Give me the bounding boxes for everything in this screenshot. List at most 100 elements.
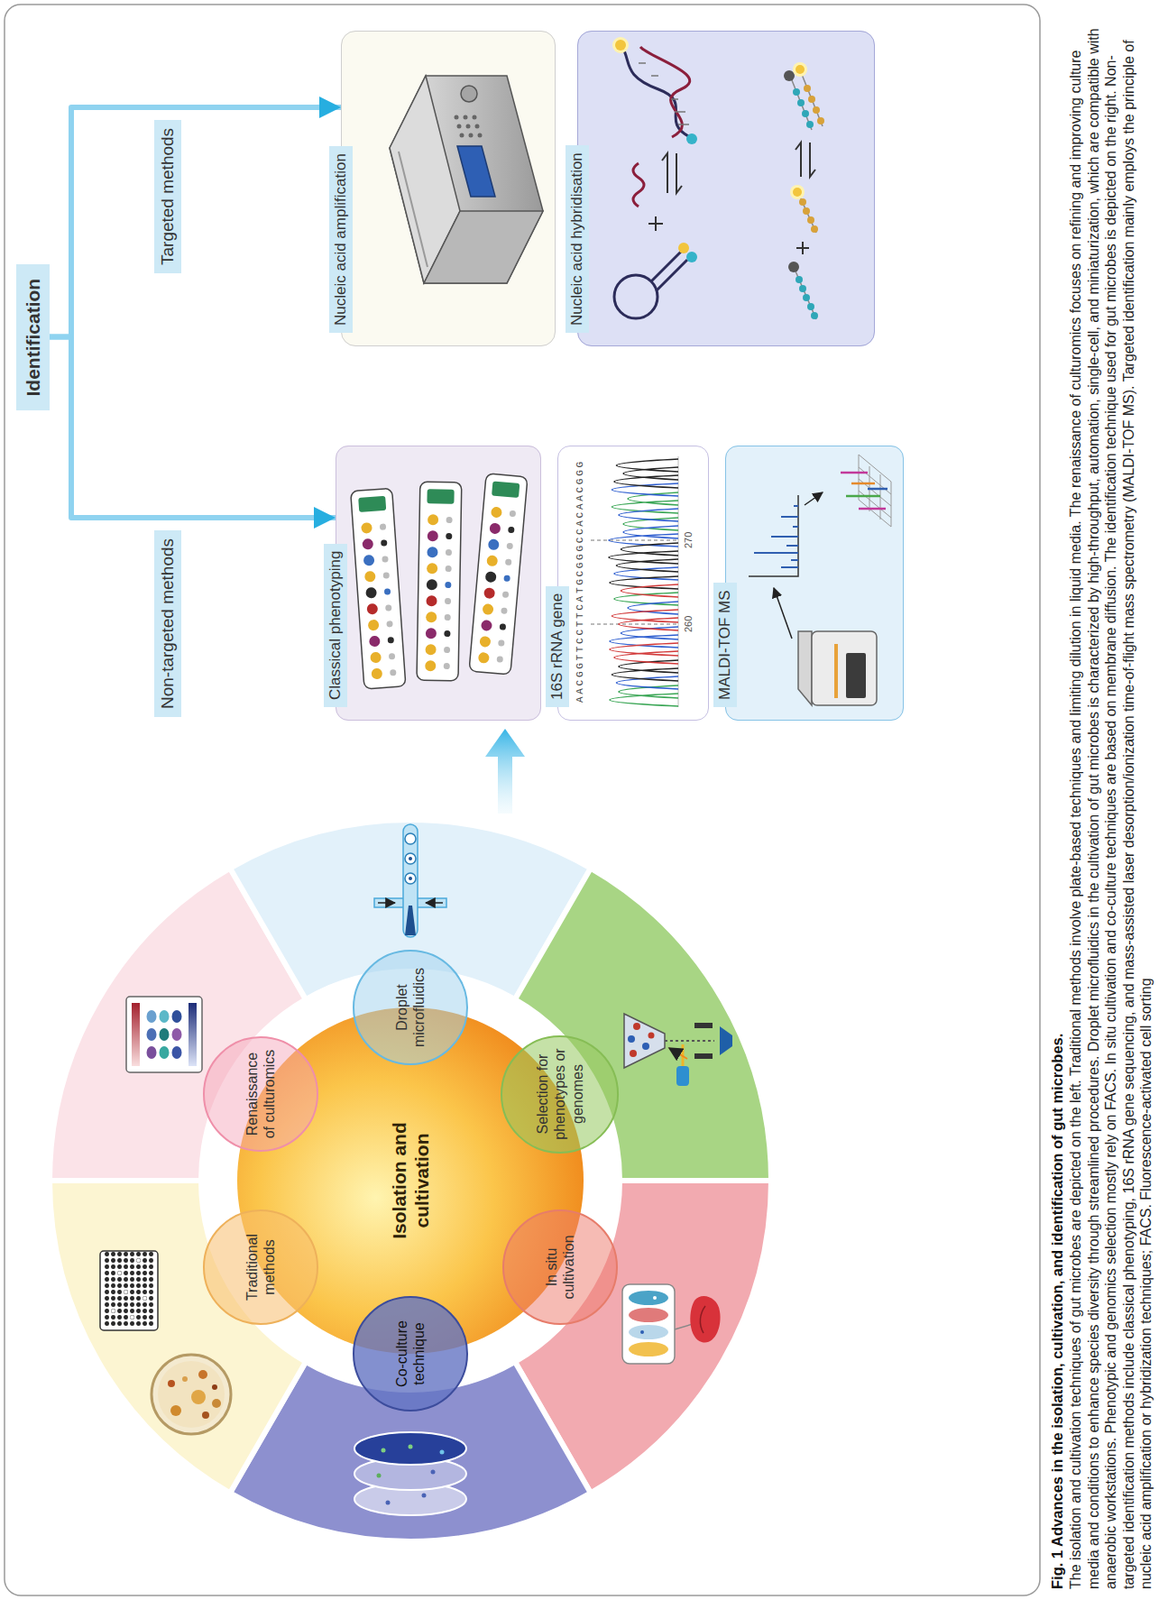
label-holder: Selection for phenotypes or genomes [533, 1047, 587, 1141]
hybridisation-icon-part [638, 63, 690, 125]
phenotyping-strips-icon-part [416, 481, 462, 681]
hybridisation-icon-part [678, 242, 690, 254]
well-plate-icon-part [136, 1258, 140, 1262]
petri-dish-icon-part [151, 1354, 231, 1435]
hybridisation-icon-part [799, 285, 807, 293]
mass-spectrometer-icon-part [804, 492, 823, 506]
circle-shape [353, 950, 468, 1065]
hybridisation-icon-part [792, 62, 808, 77]
phenotyping-strips-icon-part [350, 487, 406, 690]
method-circle: Selection for phenotypes or genomes [500, 1034, 619, 1153]
tissue-membrane-icon-part [652, 1296, 657, 1300]
mass-spectrometer-icon-part [754, 505, 799, 568]
branch-arrow [49, 337, 336, 519]
circle-outline [202, 1209, 319, 1325]
thermocycler-icon-part [469, 133, 474, 138]
figure-caption: The isolation and cultivation techniques… [1066, 10, 1156, 1590]
node-label: Isolation and cultivation [387, 1103, 433, 1258]
method-panel: MALDI-TOF MS [725, 445, 904, 721]
cell-sorter-icon-part [627, 1035, 635, 1043]
chromatogram-part [608, 483, 679, 690]
node-label: 16S rRNA gene [545, 586, 570, 708]
phenotyping-strips-icon-part [469, 473, 528, 675]
microfluidic-chip-icon-part [415, 898, 447, 908]
hybridisation-icon-part [799, 198, 807, 206]
petri-dish-icon-part [167, 1379, 175, 1388]
microfluidic-chip-icon-part [425, 901, 443, 904]
culture-plate-icon-part [147, 1046, 157, 1059]
co-culture-discs-icon-part [440, 1450, 445, 1455]
petri-dish-icon-part [198, 1370, 208, 1380]
label-holder: Isolation and cultivation [387, 1103, 433, 1258]
thermocycler-icon-part [457, 146, 496, 197]
culture-plate-icon-part [172, 1046, 183, 1059]
flow-arrow [485, 728, 525, 814]
chromatogram-part [609, 584, 679, 664]
node-label: Selection for phenotypes or genomes [533, 1047, 587, 1141]
circle-shape [501, 1035, 618, 1152]
circle-outline [352, 949, 469, 1066]
culture-plate-icon-part [159, 1028, 170, 1041]
co-culture-discs-icon-part [381, 1448, 387, 1454]
hybridisation-icon-part [686, 133, 698, 145]
tissue-membrane-icon-part [628, 1290, 669, 1306]
mass-spectrometer-icon-part [858, 454, 892, 527]
hybridisation-icon-part [615, 39, 626, 51]
microfluidic-chip-icon-part [408, 876, 413, 881]
petri-dish-icon-part [170, 1405, 182, 1417]
tissue-membrane-icon-part [699, 1305, 706, 1334]
hybridisation-icon-part [790, 184, 805, 200]
method-panel: Classical phenotyping [335, 445, 542, 721]
microfluidic-chip-icon [374, 824, 447, 938]
mass-spectrometer-icon-part [811, 631, 877, 706]
sequence-text: AACGGTTCCTTCATGCGGGCCACAACGGG [574, 459, 586, 703]
culture-plate-icon-part [126, 996, 203, 1073]
hybridisation-icon-part [808, 95, 816, 103]
tissue-membrane-icon [622, 1284, 721, 1364]
hybridisation-icon-part [795, 142, 801, 177]
hybridisation-icon-part [792, 187, 802, 197]
label-holder: In situ cultivation [542, 1220, 578, 1315]
cell-sorter-icon-part [642, 1042, 650, 1050]
tissue-membrane-icon-part [674, 1324, 693, 1330]
circle-outline [352, 1296, 469, 1412]
chromatogram-part [609, 492, 679, 707]
method-circle: Renaissance of culturomics [202, 1036, 319, 1152]
petri-dish-icon-part [211, 1398, 221, 1408]
microfluidic-chip-icon-part [404, 905, 416, 936]
thermocycler-icon-part [472, 115, 478, 120]
label-holder: Traditional methods [243, 1220, 278, 1315]
hybridisation-icon-part [810, 312, 819, 320]
culture-plate-icon-part [159, 1010, 170, 1023]
label-holder: Renaissance of culturomics [243, 1047, 278, 1141]
method-panel: Nucleic acid hybridisation [577, 30, 875, 347]
co-culture-discs-icon-part [354, 1432, 467, 1465]
hybridisation-icon-part [807, 303, 815, 311]
culture-plate-icon [126, 996, 203, 1073]
position-number: 270 [682, 532, 694, 549]
mass-spectrometer-icon-part [867, 487, 888, 491]
hybridisation-icon-part [612, 36, 629, 54]
tissue-membrane-icon-part [628, 1307, 669, 1323]
hybridisation-icon-part [797, 99, 805, 107]
hybridisation-icon-part [640, 46, 690, 138]
hybridisation-icon-part [803, 84, 811, 92]
co-culture-discs-icon-part [422, 1493, 427, 1499]
method-circle: Traditional methods [202, 1209, 319, 1325]
culture-plate-icon-part [159, 1046, 170, 1059]
cell-sorter-icon-part [694, 1022, 713, 1029]
thermocycler-icon-part [460, 85, 478, 102]
tissue-membrane-icon-part [622, 1284, 675, 1364]
node-label: Droplet microfluidics [393, 960, 428, 1055]
hybridisation-icon-part [812, 106, 820, 114]
hybridisation-icon-part [802, 207, 810, 215]
position-number: 260 [682, 616, 694, 633]
panel-grounds-part [557, 445, 709, 721]
microfluidic-chip-icon-part [403, 824, 418, 938]
cell-sorter-icon-part [624, 1013, 665, 1068]
mass-spectrometer-icon-part [798, 631, 812, 706]
well-plate-icon [100, 1250, 158, 1331]
co-culture-discs-icon-part [377, 1473, 382, 1479]
tissue-membrane-icon-part [689, 1296, 720, 1343]
